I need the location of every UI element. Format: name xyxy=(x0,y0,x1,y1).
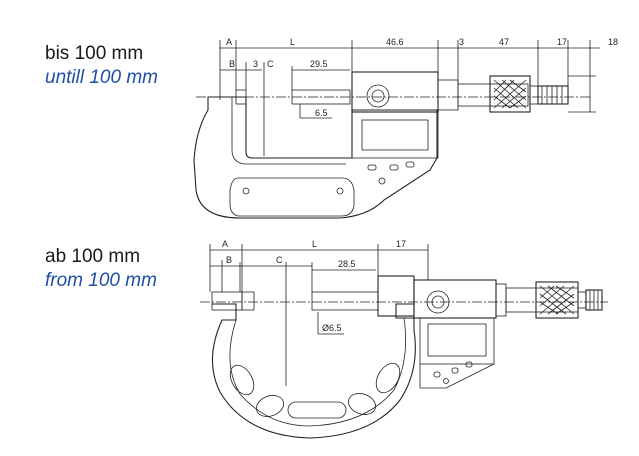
bottom-dim-6-5: Ø6.5 xyxy=(322,323,342,333)
bottom-micrometer: A L 17 B C 28.5 Ø6.5 xyxy=(200,239,608,439)
bottom-dim-A: A xyxy=(222,239,228,249)
top-dim-47: 47 xyxy=(499,37,509,47)
caption-bottom-english: from 100 mm xyxy=(45,270,157,291)
bottom-anvil xyxy=(211,291,243,311)
top-dim-C: C xyxy=(267,59,274,69)
bottom-dim-C: C xyxy=(276,255,283,265)
bottom-dim-28-5: 28.5 xyxy=(338,259,356,269)
top-micrometer: A L 46.6 3 47 17 18 B 3 C 29.5 6.5 xyxy=(193,37,618,219)
top-dim-3b: 3 xyxy=(253,59,258,69)
top-sleeve xyxy=(457,83,529,107)
top-dim-B: B xyxy=(229,59,235,69)
top-lcd xyxy=(361,119,429,151)
top-lock-knob xyxy=(366,84,390,108)
bottom-dim-B: B xyxy=(226,255,232,265)
bottom-lcd xyxy=(427,323,487,357)
bottom-dim-L: L xyxy=(312,239,317,249)
caption-top-english: untill 100 mm xyxy=(45,67,158,88)
bottom-knurl xyxy=(539,285,575,315)
top-dim-29-5: 29.5 xyxy=(310,59,328,69)
top-dim-17: 17 xyxy=(557,37,567,47)
caption-bottom: ab 100 mm from 100 mm xyxy=(45,245,157,293)
top-dim-46-6: 46.6 xyxy=(386,37,404,47)
bottom-frame xyxy=(211,303,416,439)
top-dim-A: A xyxy=(226,37,232,47)
top-knurl xyxy=(493,79,527,109)
top-housing xyxy=(351,71,439,113)
top-insulating-plate xyxy=(229,177,355,217)
top-ratchet xyxy=(537,85,569,105)
caption-bottom-german: ab 100 mm xyxy=(45,246,141,267)
caption-top: bis 100 mm untill 100 mm xyxy=(45,42,158,90)
bottom-housing xyxy=(413,279,497,319)
bottom-dim-17: 17 xyxy=(396,239,406,249)
caption-top-german: bis 100 mm xyxy=(45,43,144,64)
top-dim-18: 18 xyxy=(608,37,618,47)
top-frame xyxy=(193,96,438,219)
top-dim-L: L xyxy=(290,37,295,47)
top-dim-3: 3 xyxy=(459,37,464,47)
bottom-spindle xyxy=(311,291,379,311)
top-dim-6-5: 6.5 xyxy=(315,108,328,118)
